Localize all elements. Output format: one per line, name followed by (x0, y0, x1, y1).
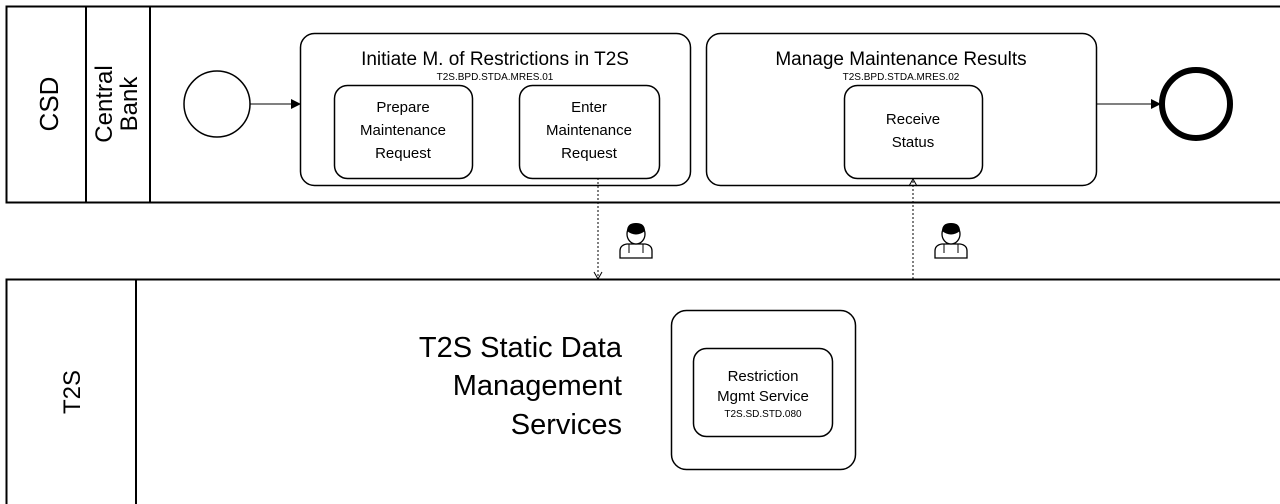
restriction-mgmt-service (692, 347, 834, 438)
restriction-service-line1: Restriction (728, 368, 799, 385)
task-receive-line2: Status (892, 134, 935, 151)
task-prepare-line1: Prepare (376, 99, 429, 116)
subprocess1-code: T2S.BPD.STDA.MRES.01 (437, 72, 554, 83)
t2s-services-title-line3: Services (511, 409, 622, 441)
user-icon (934, 223, 968, 259)
t2s-pool (5, 278, 1280, 504)
start-event-icon (183, 70, 251, 138)
subprocess1-title: Initiate M. of Restrictions in T2S (361, 49, 629, 70)
t2s-pool-label: T2S (59, 370, 86, 414)
subprocess2-code: T2S.BPD.STDA.MRES.02 (843, 72, 960, 83)
task-prepare-maintenance-request (333, 84, 474, 180)
csd-pool-label: CSD (34, 77, 64, 132)
restriction-service-code: T2S.SD.STD.080 (724, 409, 802, 420)
task-receive-line1: Receive (886, 111, 940, 128)
task-enter-line2: Maintenance (546, 122, 632, 139)
user-icon (619, 223, 653, 259)
central-bank-label-line2: Bank (116, 76, 143, 132)
task-enter-maintenance-request (518, 84, 661, 180)
central-bank-label-line1: Central (91, 65, 118, 142)
task-prepare-line2: Maintenance (360, 122, 446, 139)
t2s-services-title-line2: Management (453, 370, 622, 402)
task-receive-status (843, 84, 984, 180)
subprocess2-title: Manage Maintenance Results (775, 49, 1026, 70)
restriction-service-line2: Mgmt Service (717, 388, 809, 405)
task-prepare-line3: Request (375, 145, 432, 162)
t2s-services-title-line1: T2S Static Data (419, 332, 623, 364)
task-enter-line1: Enter (571, 99, 607, 116)
end-event-icon (1159, 67, 1233, 141)
task-enter-line3: Request (561, 145, 618, 162)
